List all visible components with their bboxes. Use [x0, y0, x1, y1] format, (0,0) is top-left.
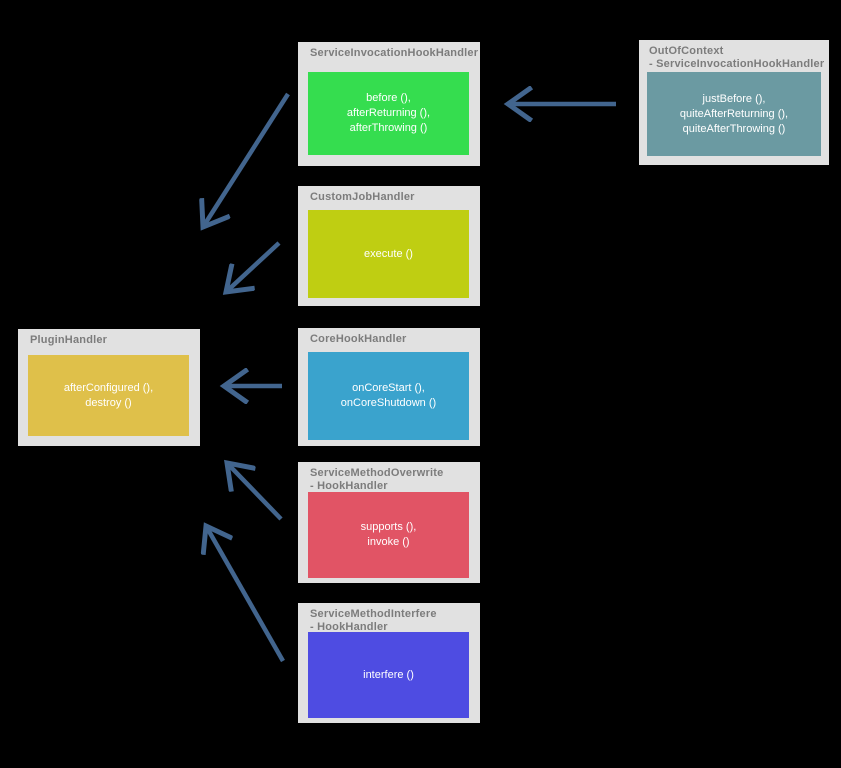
node-servicemethodinterfere: ServiceMethodInterfere - HookHandler int…: [298, 603, 480, 723]
node-servicemethodoverwrite: ServiceMethodOverwrite - HookHandler sup…: [298, 462, 480, 583]
node-title: CustomJobHandler: [310, 191, 415, 203]
arrow-servicemethodinterfere-to-pluginhandler: [206, 526, 285, 663]
node-customjobhandler: CustomJobHandler execute (): [298, 186, 480, 306]
node-methods: onCoreStart (), onCoreShutdown (): [308, 352, 469, 440]
node-outofcontext: OutOfContext - ServiceInvocationHookHand…: [639, 40, 829, 165]
node-methods: supports (), invoke (): [308, 492, 469, 578]
arrow-servicemethodoverwrite-to-pluginhandler: [227, 463, 283, 521]
node-title: CoreHookHandler: [310, 333, 407, 345]
node-title: ServiceMethodInterfere - HookHandler: [310, 608, 437, 633]
node-title: ServiceMethodOverwrite - HookHandler: [310, 467, 444, 492]
node-methods: afterConfigured (), destroy (): [28, 355, 189, 436]
node-pluginhandler: PluginHandler afterConfigured (), destro…: [18, 329, 200, 446]
arrow-customjobhandler-to-pluginhandler: [226, 241, 281, 292]
node-methods: before (), afterReturning (), afterThrow…: [308, 72, 469, 155]
node-title: PluginHandler: [30, 334, 108, 346]
node-methods: interfere (): [308, 632, 469, 718]
arrow-serviceinvocationhookhandler-to-pluginhandler: [203, 92, 290, 227]
node-methods: execute (): [308, 210, 469, 298]
node-methods: justBefore (), quiteAfterReturning (), q…: [647, 72, 821, 156]
node-serviceinvocationhookhandler: ServiceInvocationHookHandler before (), …: [298, 42, 480, 166]
node-title: OutOfContext - ServiceInvocationHookHand…: [649, 45, 825, 70]
node-title: ServiceInvocationHookHandler: [310, 47, 478, 59]
node-corehookhandler: CoreHookHandler onCoreStart (), onCoreSh…: [298, 328, 480, 446]
